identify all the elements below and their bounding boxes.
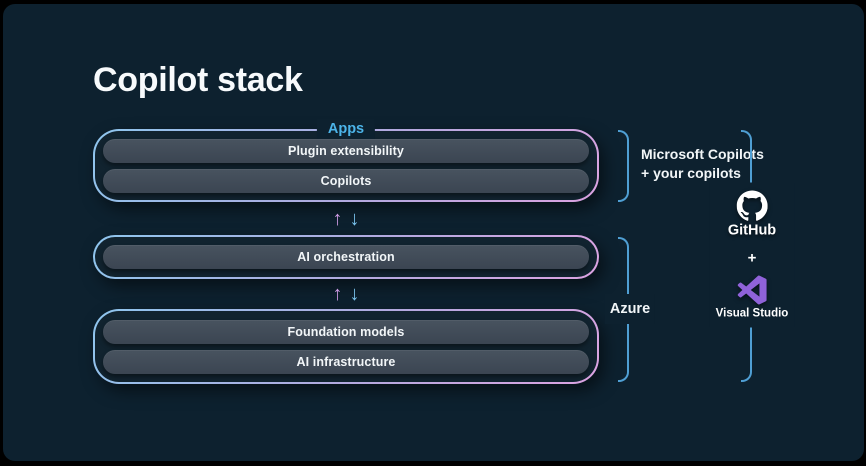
up-arrow-icon: ↑ bbox=[332, 283, 343, 305]
up-arrow-icon: ↑ bbox=[332, 208, 343, 230]
page-title: Copilot stack bbox=[93, 61, 303, 99]
infrastructure-group: Foundation models AI infrastructure bbox=[93, 309, 599, 384]
microsoft-copilots-label-line2: + your copilots bbox=[641, 164, 741, 181]
microsoft-copilots-bracket bbox=[618, 130, 629, 202]
github-octocat-icon bbox=[736, 190, 768, 222]
apps-group: Apps Plugin extensibility Copilots bbox=[93, 119, 599, 202]
orchestration-group: AI orchestration bbox=[93, 235, 599, 279]
pill-ai-infrastructure: AI infrastructure bbox=[103, 349, 589, 374]
data-flow-arrows: ↑ ↓ bbox=[93, 279, 599, 309]
pill-copilots: Copilots bbox=[103, 168, 589, 193]
plus-separator: + bbox=[747, 249, 757, 267]
pill-plugin-extensibility: Plugin extensibility bbox=[103, 138, 589, 163]
data-flow-arrows: ↑ ↓ bbox=[93, 204, 599, 234]
down-arrow-icon: ↓ bbox=[349, 283, 360, 305]
azure-label: Azure bbox=[604, 294, 656, 324]
visual-studio-icon bbox=[737, 275, 767, 305]
visual-studio-label: Visual Studio bbox=[715, 307, 789, 320]
down-arrow-icon: ↓ bbox=[349, 208, 360, 230]
orchestration-group-inner: AI orchestration bbox=[95, 237, 597, 277]
github-label: GitHub bbox=[727, 222, 777, 239]
microsoft-copilots-label-line1: Microsoft Copilots bbox=[641, 146, 764, 162]
tools-column: GitHub + Visual Studio bbox=[709, 182, 795, 328]
microsoft-copilots-label: Microsoft Copilots + your copilots bbox=[641, 145, 764, 182]
apps-group-inner: Plugin extensibility Copilots bbox=[95, 131, 597, 200]
slide-background: Copilot stack Apps Plugin extensibility … bbox=[3, 4, 864, 461]
apps-legend: Apps bbox=[316, 119, 376, 139]
infrastructure-group-inner: Foundation models AI infrastructure bbox=[95, 311, 597, 382]
pill-foundation-models: Foundation models bbox=[103, 319, 589, 344]
pill-ai-orchestration: AI orchestration bbox=[103, 245, 589, 269]
